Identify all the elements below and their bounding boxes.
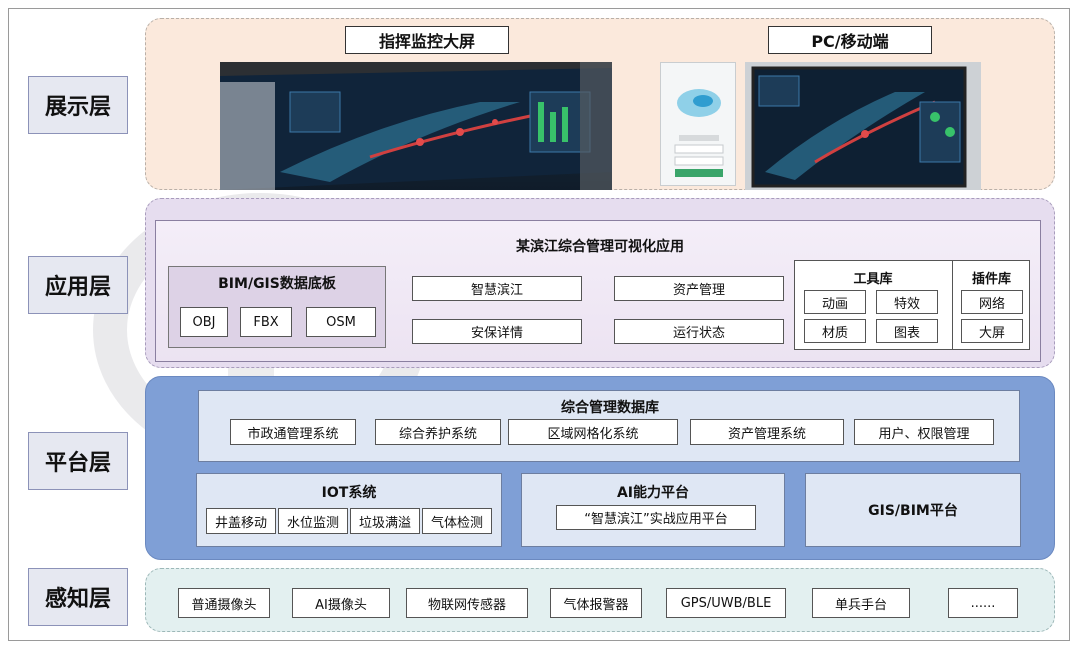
diagram-frame [8, 8, 1070, 641]
tool-charts: 图表 [876, 319, 938, 343]
iot-gas: 气体检测 [422, 508, 492, 534]
module-asset-management: 资产管理 [614, 276, 784, 301]
toolkit-title: 工具库 [853, 272, 893, 287]
layer-label-perception: 感知层 [28, 568, 128, 626]
device-camera: 普通摄像头 [178, 588, 270, 618]
format-fbx: FBX [240, 307, 292, 337]
layer-label-application: 应用层 [28, 256, 128, 314]
mobile-app-photo [660, 62, 736, 186]
pc-mobile-label: PC/移动端 [768, 26, 932, 54]
system-grid: 区域网格化系统 [508, 419, 678, 445]
big-screen-label: 指挥监控大屏 [345, 26, 509, 54]
system-assets: 资产管理系统 [690, 419, 844, 445]
system-municipal: 市政通管理系统 [230, 419, 356, 445]
device-ai-camera: AI摄像头 [292, 588, 390, 618]
device-iot-sensor: 物联网传感器 [406, 588, 528, 618]
device-gps-uwb-ble: GPS/UWB/BLE [666, 588, 786, 618]
pc-screen-photo [745, 62, 981, 190]
iot-title: IOT系统 [321, 485, 377, 501]
layer-label-display: 展示层 [28, 76, 128, 134]
bim-gis-title: BIM/GIS数据底板 [218, 276, 336, 292]
module-operation-status: 运行状态 [614, 319, 784, 344]
layer-label-platform: 平台层 [28, 432, 128, 490]
system-maintenance: 综合养护系统 [375, 419, 501, 445]
tool-materials: 材质 [804, 319, 866, 343]
gis-bim-title: GIS/BIM平台 [868, 503, 958, 519]
gis-bim-panel [805, 473, 1021, 547]
plugins-title: 插件库 [971, 272, 1011, 287]
module-security-details: 安保详情 [412, 319, 582, 344]
application-title: 某滨江综合管理可视化应用 [516, 239, 684, 255]
monitoring-wall-photo [220, 62, 612, 190]
device-gas-alarm: 气体报警器 [550, 588, 642, 618]
plugin-big-screen: 大屏 [961, 319, 1023, 343]
format-obj: OBJ [180, 307, 228, 337]
iot-water-level: 水位监测 [278, 508, 348, 534]
device-radio: 单兵手台 [812, 588, 910, 618]
iot-manhole: 井盖移动 [206, 508, 276, 534]
iot-garbage: 垃圾满溢 [350, 508, 420, 534]
ai-title: AI能力平台 [616, 485, 690, 501]
format-osm: OSM [306, 307, 376, 337]
library-divider [952, 260, 953, 350]
tool-animation: 动画 [804, 290, 866, 314]
tool-effects: 特效 [876, 290, 938, 314]
ai-application-platform: “智慧滨江”实战应用平台 [556, 505, 756, 530]
plugin-network: 网络 [961, 290, 1023, 314]
module-smart-riverside: 智慧滨江 [412, 276, 582, 301]
device-more: ...... [948, 588, 1018, 618]
database-title: 综合管理数据库 [561, 400, 659, 416]
system-users: 用户、权限管理 [854, 419, 994, 445]
